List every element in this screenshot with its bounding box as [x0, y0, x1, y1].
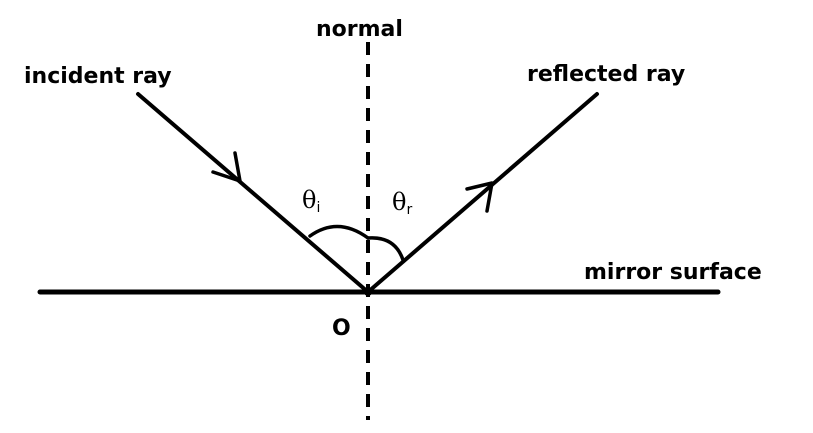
- theta-i-subscript: i: [316, 200, 321, 216]
- reflected-arrowhead: [465, 181, 494, 213]
- origin-point: [364, 288, 372, 296]
- reflection-angle-arc: [366, 236, 405, 262]
- incidence-angle-arc: [308, 224, 370, 240]
- theta-i-symbol: θ: [302, 186, 317, 214]
- normal-label: normal: [316, 17, 403, 42]
- theta-r-symbol: θ: [392, 188, 407, 216]
- incident-ray-label: incident ray: [24, 64, 172, 89]
- reflected-ray-label: reflected ray: [527, 62, 686, 87]
- incident-ray-line: [136, 92, 370, 294]
- incident-arrowhead: [211, 151, 242, 183]
- theta-r-subscript: r: [406, 202, 413, 218]
- reflected-ray-line: [366, 92, 599, 294]
- angle-incidence-label: θi: [302, 188, 320, 215]
- mirror-surface-label: mirror surface: [584, 260, 762, 285]
- origin-label: O: [332, 316, 351, 341]
- angle-reflection-label: θr: [392, 190, 412, 217]
